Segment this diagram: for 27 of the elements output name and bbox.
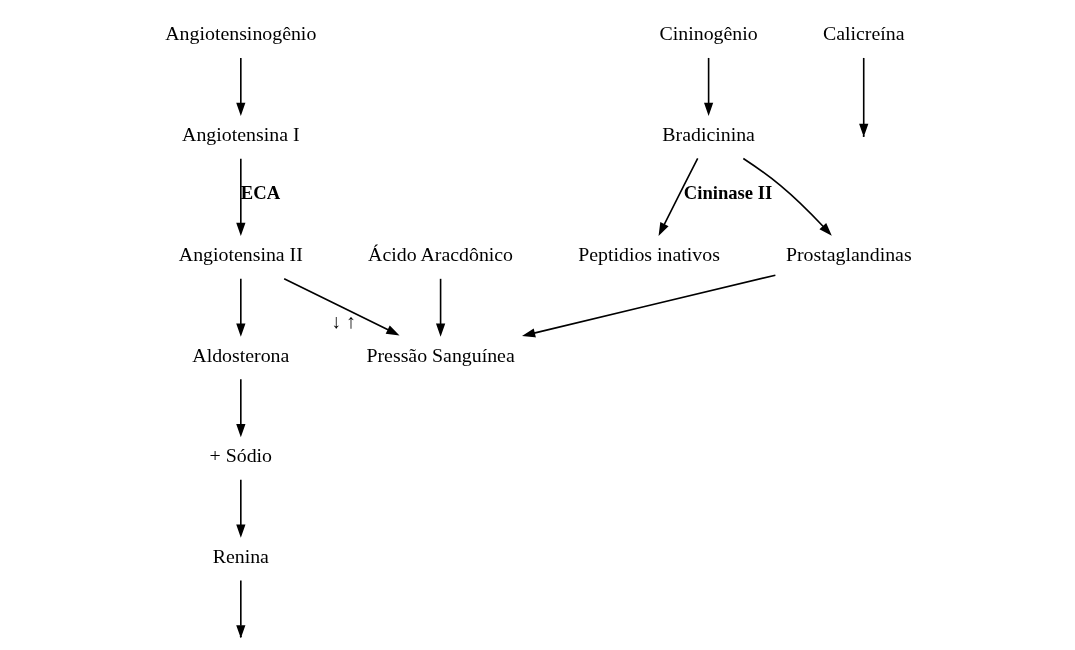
- arrow: [703, 57, 713, 116]
- node-text: Calicreína: [822, 22, 904, 45]
- arrow: [282, 278, 399, 336]
- node-label: ↓ ↑: [330, 310, 356, 333]
- arrow: [858, 57, 868, 137]
- node-text: Angiotensinogênio: [164, 22, 316, 45]
- arrow: [435, 278, 445, 337]
- node-text: + Sódio: [209, 444, 272, 467]
- arrow: [235, 378, 245, 438]
- node-text: Ácido Aracdônico: [367, 243, 513, 266]
- node-text: Angiotensina I: [181, 122, 300, 145]
- arrow: [235, 57, 245, 116]
- arrow: [235, 479, 245, 538]
- arrow: [521, 274, 776, 338]
- arrow: [235, 158, 245, 237]
- node-text: Cininogênio: [659, 22, 758, 45]
- node-text: Aldosterona: [191, 343, 289, 366]
- arrow: [235, 278, 245, 337]
- node-text: Bradicinina: [661, 122, 755, 145]
- arrow: [658, 157, 698, 236]
- node-text: Pressão Sanguínea: [365, 343, 515, 366]
- node-text: Prostaglandinas: [785, 243, 912, 266]
- node-text: Peptidios inativos: [577, 243, 720, 266]
- arrow: [742, 157, 832, 236]
- node-text: Renina: [212, 544, 269, 567]
- edge-label: Cininase II: [683, 182, 772, 204]
- node-text: Angiotensina II: [178, 243, 303, 266]
